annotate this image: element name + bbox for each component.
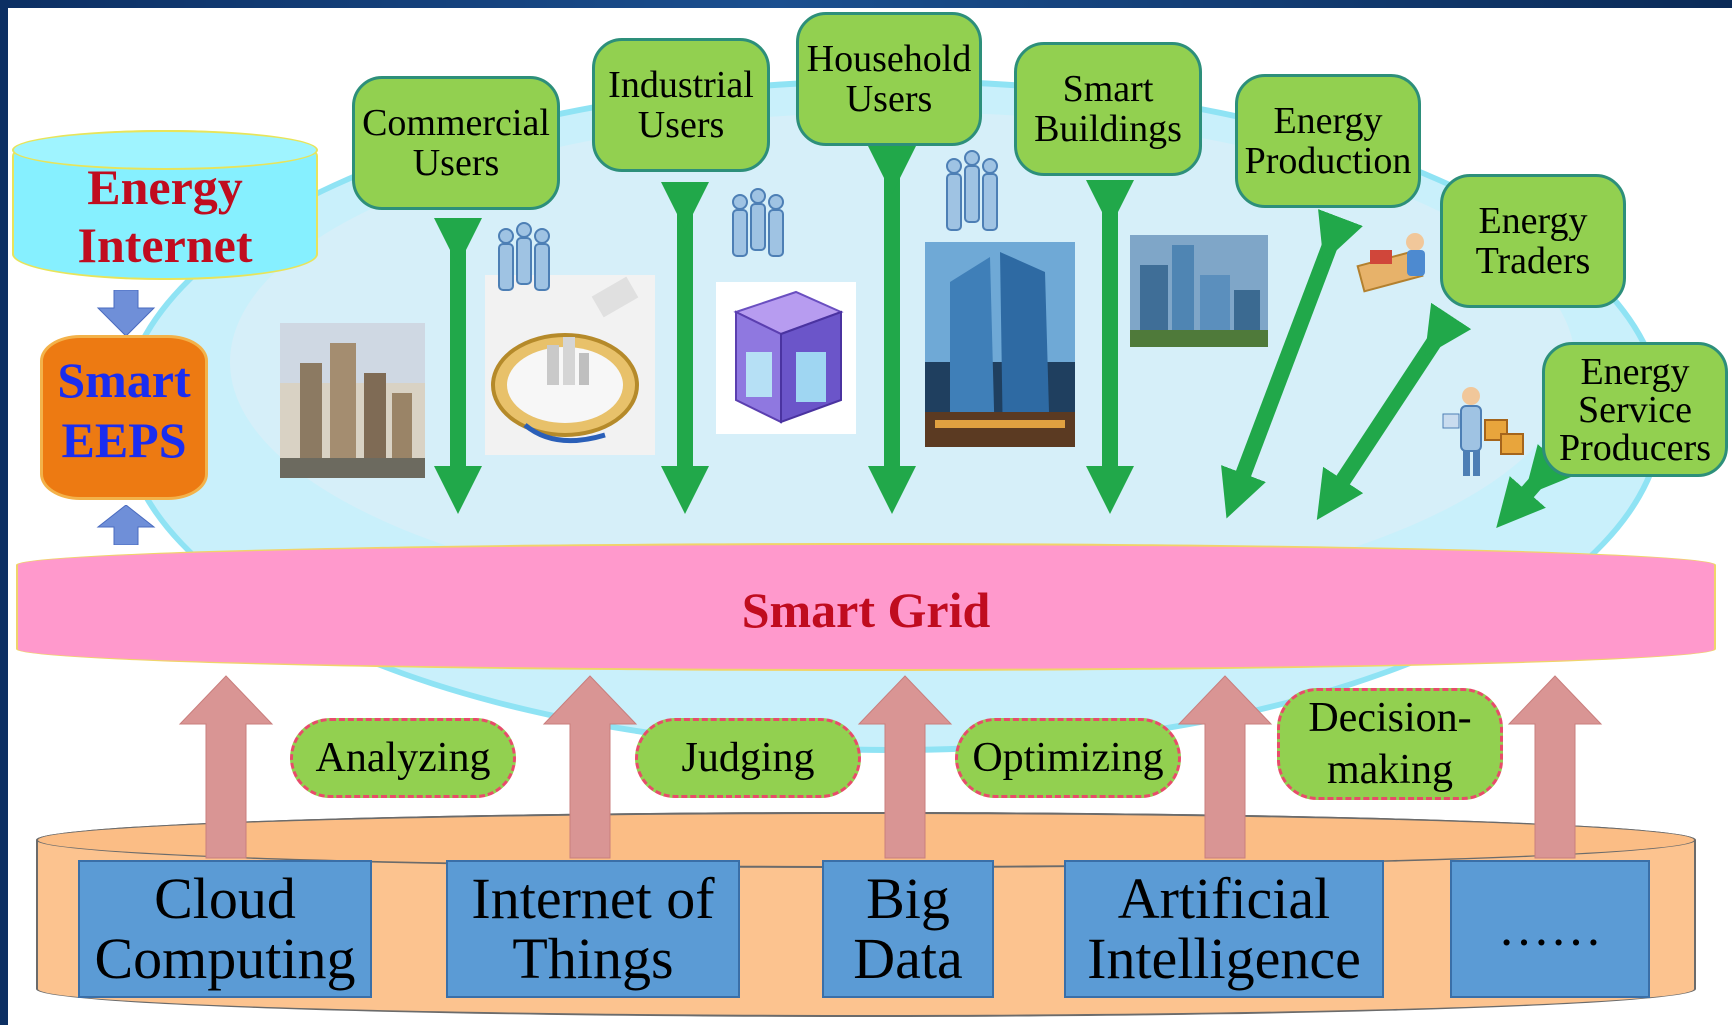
frame-left-border (0, 0, 8, 1025)
people-group-icon (946, 150, 998, 231)
smart-grid-label: Smart Grid (741, 582, 991, 638)
residential-towers-image (280, 323, 425, 478)
energy-internet-cylinder: Energy Internet (12, 130, 318, 280)
participant-commercial-users: Commercial Users (352, 76, 560, 210)
glass-skyscraper-image (925, 242, 1075, 447)
clock-city-image (485, 275, 655, 455)
participant-smart-buildings: Smart Buildings (1014, 42, 1202, 176)
energy-traders-arrow (1316, 302, 1472, 521)
technology-cloud-computing: Cloud Computing (78, 860, 372, 998)
technology-big-data: Big Data (822, 860, 994, 998)
participant-energy-production: Energy Production (1235, 74, 1421, 208)
process-decision-making: Decision- making (1277, 688, 1503, 800)
process-optimizing: Optimizing (955, 718, 1181, 798)
technology-platform-cylinder-top (36, 812, 1696, 868)
energy-production-arrow (1221, 209, 1363, 519)
frame-top-border (0, 0, 1732, 8)
people-group-icon (498, 222, 550, 291)
more-tech-up-arrow (1507, 675, 1603, 859)
technology-more-ellipsis: …… (1450, 860, 1650, 998)
smart-eeps-line2: EEPS (61, 412, 187, 468)
energy-internet-line2: Internet (77, 217, 253, 273)
small-building-icon (716, 282, 856, 434)
trader-desk-icon (1356, 233, 1425, 293)
process-judging: Judging (635, 718, 861, 798)
energy-internet-line1: Energy (87, 159, 243, 215)
iot-up-arrow (542, 675, 638, 859)
energy-internet-cylinder-top (12, 130, 318, 170)
participant-energy-traders: Energy Traders (1440, 174, 1626, 308)
technology-internet-of-things: Internet of Things (446, 860, 740, 998)
ai-up-arrow (1177, 675, 1273, 859)
smart-eeps-barrel: Smart EEPS (40, 335, 208, 500)
technology-artificial-intelligence: Artificial Intelligence (1064, 860, 1384, 998)
participant-energy-service-producers: Energy Service Producers (1542, 342, 1728, 477)
cloud-computing-up-arrow (178, 675, 274, 859)
energy-internet-label: Energy Internet (14, 158, 316, 274)
energy-internet-down-arrow (96, 290, 156, 337)
process-analyzing: Analyzing (290, 718, 516, 798)
smart-eeps-line1: Smart (57, 352, 191, 408)
participant-household-users: Household Users (796, 12, 982, 146)
smart-grid-band: Smart Grid (16, 543, 1716, 671)
people-group-icon (732, 188, 784, 257)
energy-service-producers-arrow (1496, 444, 1574, 529)
eeps-up-arrow (96, 505, 156, 545)
participant-industrial-users: Industrial Users (592, 38, 770, 172)
big-data-up-arrow (857, 675, 953, 859)
smart-eeps-label: Smart EEPS (43, 350, 205, 470)
